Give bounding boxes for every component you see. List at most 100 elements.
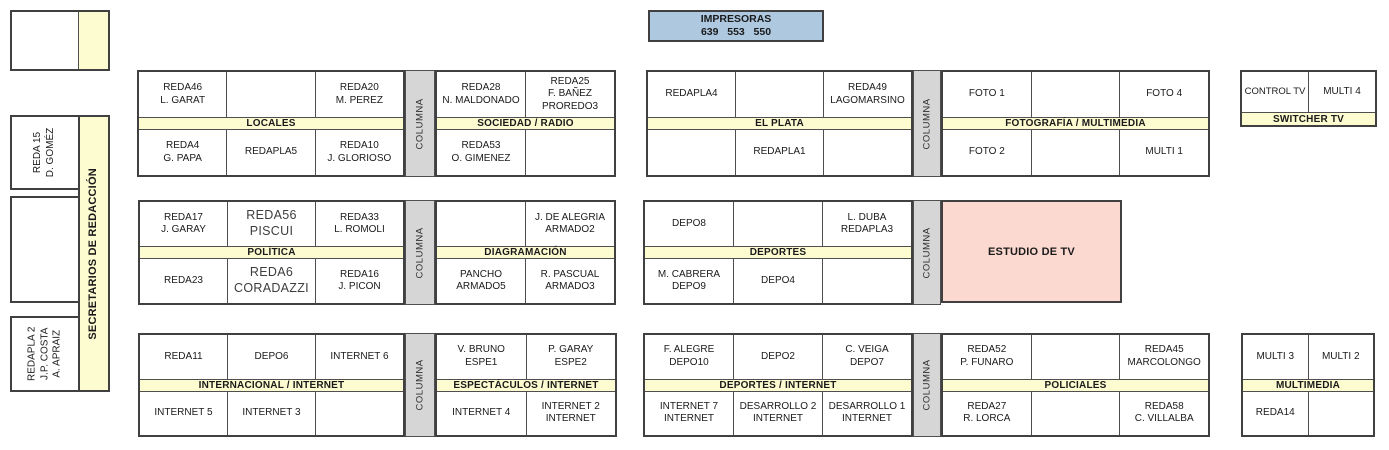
secretarios-label: SECRETARIOS DE REDACCIÓN	[87, 167, 100, 340]
desk-cell	[1309, 392, 1374, 436]
section-label-multimedia: MULTIMEDIA	[1243, 378, 1373, 392]
desk-cell	[1032, 130, 1121, 175]
desk-row: REDA53 O. GIMENEZ	[437, 130, 614, 175]
desk-cell: REDA23	[140, 259, 228, 303]
columna-pillar: COLUMNA	[405, 70, 435, 177]
desk-group-locales: REDA46 L. GARAT REDA20 M. PEREZ LOCALES …	[137, 70, 405, 177]
desk-cell: DEPO4	[734, 259, 823, 303]
desk-group-internacional-internet: REDA11 DEPO6 INTERNET 6 INTERNACIONAL / …	[138, 333, 405, 437]
desk-group-multimedia: MULTI 3 MULTI 2 MULTIMEDIA REDA14	[1241, 333, 1375, 437]
estudio-de-tv-box: ESTUDIO DE TV	[941, 200, 1122, 303]
desk-row: J. DE ALEGRIA ARMADO2	[437, 202, 614, 246]
desk-group-switcher-tv: CONTROL TV MULTI 4 SWITCHER TV	[1240, 70, 1377, 127]
desk-cell: REDA14	[1243, 391, 1309, 435]
desk-cell: INTERNET 3	[228, 391, 316, 435]
desk-cell	[823, 259, 911, 303]
columna-pillar: COLUMNA	[405, 333, 435, 437]
columna-label: COLUMNA	[921, 97, 933, 150]
desk-row: REDA11 DEPO6 INTERNET 6	[140, 335, 403, 379]
desk-redapla2-label: REDAPLA 2 J.P. COSTA A. APRAIZ	[26, 326, 63, 382]
desk-cell: REDA45 MARCOLONGO	[1127, 344, 1201, 368]
printers-numbers: 639 553 550	[700, 26, 772, 38]
desk-cell: REDA28 N. MALDONADO	[437, 72, 526, 117]
desk-cell: REDAPLA5	[227, 130, 316, 175]
room-box-yellow-area	[79, 12, 108, 69]
desk-row: M. CABRERA DEPO9 DEPO4	[645, 259, 911, 303]
desk-row: V. BRUNO ESPE1 P. GARAY ESPE2	[437, 335, 615, 379]
desk-row: REDA52 P. FUNARO REDA45 MARCOLONGO	[943, 335, 1208, 379]
printers-box: IMPRESORAS 639 553 550	[648, 10, 824, 42]
desk-row: INTERNET 5 INTERNET 3	[140, 391, 403, 436]
desk-row: REDA23 REDA6 CORADAZZI REDA16 J. PICON	[140, 259, 403, 303]
desk-group-el-plata: REDAPLA4 REDA49 LAGOMARSINO EL PLATA RED…	[646, 70, 913, 177]
desk-row: INTERNET 7 INTERNET DESARROLLO 2 INTERNE…	[645, 391, 911, 435]
section-label-espectaculos-internet: ESPECTÁCULOS / INTERNET	[437, 378, 615, 392]
desk-cell: REDA16 J. PICON	[338, 268, 381, 293]
desk-group-sociedad-radio: REDA28 N. MALDONADO REDA25 F. BAÑEZ PROR…	[435, 70, 616, 177]
section-label-politica: POLÍTICA	[140, 246, 403, 259]
desk-cell: REDA33 L. ROMOLI	[334, 211, 385, 236]
columna-pillar: COLUMNA	[913, 200, 941, 305]
columna-pillar: COLUMNA	[405, 200, 435, 305]
columna-pillar: COLUMNA	[913, 333, 941, 437]
desk-cell: INTERNET 2 INTERNET	[541, 400, 600, 425]
desk-cell: REDAPLA4	[648, 72, 736, 117]
desk-cell: MULTI 4	[1323, 85, 1361, 97]
columna-label: COLUMNA	[414, 359, 426, 411]
desk-cell: DEPO6	[228, 335, 316, 379]
desk-group-fotografia-multimedia: FOTO 1 FOTO 4 FOTOGRAFÍA / MULTIMEDIA FO…	[941, 70, 1210, 177]
desk-cell: DESARROLLO 1 INTERNET	[828, 400, 906, 425]
desk-cell: P. GARAY ESPE2	[548, 344, 594, 368]
section-label-switcher-tv: SWITCHER TV	[1242, 112, 1375, 125]
columna-pillar: COLUMNA	[913, 70, 941, 177]
desk-row: FOTO 1 FOTO 4	[943, 72, 1208, 117]
desk-cell	[316, 392, 403, 436]
desk-cell: REDAPLA1	[736, 130, 824, 175]
desk-reda15-label: REDA 15 D. GOMÉZ	[32, 127, 56, 178]
desk-cell: DEPO2	[734, 335, 823, 379]
desk-empty-side	[10, 196, 80, 303]
desk-row: REDA17 J. GARAY REDA56 PISCUI REDA33 L. …	[140, 202, 403, 246]
desk-row: REDA4 G. PAPA REDAPLA5 REDA10 J. GLORIOS…	[139, 130, 403, 175]
desk-row: INTERNET 4 INTERNET 2 INTERNET	[437, 391, 615, 435]
desk-row: REDA28 N. MALDONADO REDA25 F. BAÑEZ PROR…	[437, 72, 614, 117]
desk-cell: INTERNET 4	[437, 391, 527, 435]
desk-cell: V. BRUNO ESPE1	[437, 335, 527, 379]
desk-cell: M. CABRERA DEPO9	[645, 259, 734, 303]
desk-group-policiales: REDA52 P. FUNARO REDA45 MARCOLONGO POLIC…	[941, 333, 1210, 437]
section-label-internacional-internet: INTERNACIONAL / INTERNET	[140, 378, 403, 392]
columna-label: COLUMNA	[921, 226, 933, 279]
desk-cell: R. PASCUAL ARMADO3	[540, 268, 600, 293]
desk-cell: REDA56 PISCUI	[228, 202, 316, 246]
desk-group-espectaculos-internet: V. BRUNO ESPE1 P. GARAY ESPE2 ESPECTÁCUL…	[435, 333, 617, 437]
desk-cell: J. DE ALEGRIA ARMADO2	[534, 211, 606, 236]
desk-cell	[227, 72, 316, 117]
desk-row: PANCHO ARMADO5 R. PASCUAL ARMADO3	[437, 259, 614, 303]
desk-cell	[736, 72, 824, 117]
desk-cell: L. DUBA REDAPLA3	[840, 211, 894, 236]
desk-row: FOTO 2 MULTI 1	[943, 130, 1208, 175]
desk-cell	[1032, 335, 1121, 379]
desk-cell: DESARROLLO 2 INTERNET	[734, 391, 823, 435]
columna-label: COLUMNA	[414, 226, 426, 279]
desk-cell: MULTI 1	[1145, 146, 1183, 158]
desk-cell	[648, 130, 736, 175]
desk-cell: INTERNET 7 INTERNET	[645, 391, 734, 435]
desk-cell	[824, 130, 911, 175]
section-label-el-plata: EL PLATA	[648, 117, 911, 130]
desk-row: MULTI 3 MULTI 2	[1243, 335, 1373, 379]
desk-cell	[526, 130, 614, 175]
desk-row: CONTROL TV MULTI 4	[1242, 72, 1375, 112]
desk-row: REDAPLA4 REDA49 LAGOMARSINO	[648, 72, 911, 117]
section-label-deportes-internet: DEPORTES / INTERNET	[645, 378, 911, 392]
desk-cell: REDA58 C. VILLALBA	[1134, 400, 1194, 425]
columna-label: COLUMNA	[414, 97, 426, 150]
desk-row: REDA27 R. LORCA REDA58 C. VILLALBA	[943, 391, 1208, 435]
desk-cell: CONTROL TV	[1242, 72, 1309, 112]
desk-cell: DEPO8	[645, 202, 734, 246]
desk-cell	[1032, 72, 1121, 117]
desk-cell: REDA17 J. GARAY	[140, 202, 228, 246]
desk-cell	[1032, 391, 1121, 435]
secretarios-strip: SECRETARIOS DE REDACCIÓN	[78, 115, 110, 392]
